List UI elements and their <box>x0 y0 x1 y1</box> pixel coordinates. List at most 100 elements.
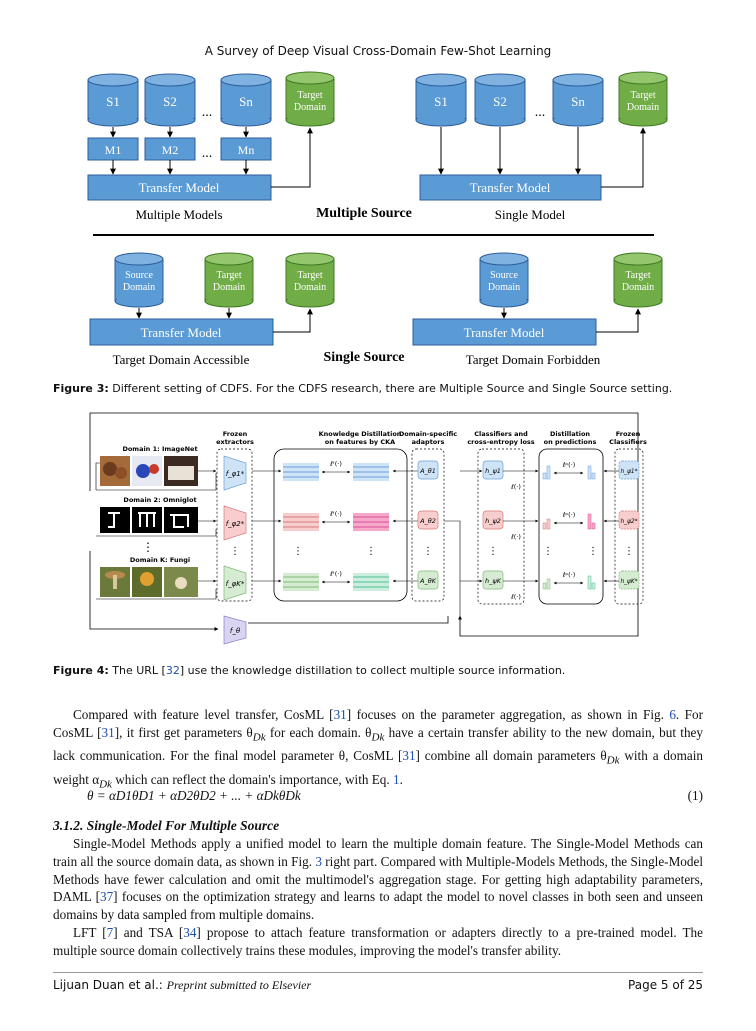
source-label: S2 <box>163 94 177 109</box>
caption-multiple-models: Multiple Models <box>135 207 222 222</box>
equation-link[interactable]: 1 <box>393 771 400 787</box>
frozen-classifier-label: h_ψ1* <box>621 469 638 475</box>
footer-rule <box>53 972 703 973</box>
text: ] focuses on the optimization strategy a… <box>53 889 703 923</box>
text: with a domain weight α <box>53 748 703 787</box>
source-cylinder-s2: S2 <box>144 73 196 127</box>
vdots: ⋮ <box>142 540 154 554</box>
citation-link[interactable]: 31 <box>101 724 115 740</box>
citation-link[interactable]: 34 <box>183 924 197 940</box>
pred-loss: ℓᵖ(·) <box>563 511 576 519</box>
text: for each domain. θ <box>265 724 372 740</box>
source-label-line2: Domain <box>488 282 520 293</box>
classifier-label: h_ψK <box>485 577 502 585</box>
text: ] combine all domain parameters θ <box>415 748 607 764</box>
footer-page-number: Page 5 of 25 <box>628 978 703 992</box>
transfer-model-box: Transfer Model <box>419 174 602 201</box>
target-label-line1: Target <box>297 270 322 281</box>
target-label-line1: Target <box>625 270 650 281</box>
target-label-line2: Domain <box>627 102 659 113</box>
transfer-label: Transfer Model <box>464 325 545 340</box>
source-label: S1 <box>434 94 448 109</box>
single-source-label: Single Source <box>323 350 404 365</box>
header-adaptors-2: adaptors <box>412 438 445 446</box>
section-heading: 3.1.2. Single-Model For Multiple Source <box>53 818 280 833</box>
header-distillation-2: on predictions <box>544 438 597 446</box>
ellipsis: ... <box>202 146 213 161</box>
ce-loss: ℓ(·) <box>511 533 521 541</box>
text: ] focuses on the parameter aggregation, … <box>346 707 670 722</box>
equation-number: (1) <box>687 788 703 803</box>
source-cylinder-s1: S1 <box>87 73 139 127</box>
omniglot-thumbnails <box>100 507 198 533</box>
citation-link[interactable]: 37 <box>99 889 114 905</box>
figure-4-caption: Figure 4: The URL [32] use the knowledge… <box>53 664 703 677</box>
caption-target-forbidden: Target Domain Forbidden <box>466 352 601 367</box>
figure-3-diagram: S1 S2 ... Sn Target Domain <box>87 71 668 367</box>
running-title: A Survey of Deep Visual Cross-Domain Few… <box>204 44 552 58</box>
transfer-label: Transfer Model <box>139 180 220 195</box>
figure-3-caption: Figure 3: Different setting of CDFS. For… <box>53 382 703 395</box>
text: ], it first get parameters θ <box>114 724 253 740</box>
domain-2-label: Domain 2: Omniglot <box>123 496 196 504</box>
text: ] and TSA [ <box>113 924 184 940</box>
extractor-label: f_φK* <box>226 580 245 588</box>
citation-link[interactable]: 7 <box>106 924 114 940</box>
model-label: M1 <box>105 143 122 157</box>
header-frozen-classifiers: Frozen <box>616 430 641 438</box>
adaptor-label: A_θ1 <box>419 467 436 475</box>
citation-link[interactable]: 31 <box>333 707 347 722</box>
source-cylinder-s2: S2 <box>474 73 526 127</box>
model-label: Mn <box>238 143 255 157</box>
adaptor-label: A_θ2 <box>419 517 436 525</box>
target-label-line1: Target <box>216 270 241 281</box>
frozen-classifier-label: h_ψK* <box>620 579 637 585</box>
model-box-mn: Mn <box>220 137 272 161</box>
vdots: ⋮ <box>366 546 376 557</box>
section-body: Single-Model Methods apply a unified mod… <box>53 835 703 960</box>
header-classifiers-2: cross-entropy loss <box>467 438 534 446</box>
ce-loss: ℓ(·) <box>511 593 521 601</box>
citation-link[interactable]: 31 <box>402 748 416 764</box>
vdots: ⋮ <box>230 546 240 557</box>
citation-link[interactable]: 32 <box>165 664 180 677</box>
text: which can reflect the domain's importanc… <box>111 771 393 787</box>
figure-link[interactable]: 3 <box>315 853 322 869</box>
target-cylinder: Target Domain <box>618 71 668 127</box>
vdots: ⋮ <box>543 546 553 557</box>
source-label-line1: Source <box>490 270 518 281</box>
target-label-line1: Target <box>297 90 322 101</box>
target-label-line1: Target <box>630 90 655 101</box>
target-domain-cylinder: Target Domain <box>613 252 663 308</box>
subscript: Dk <box>252 731 266 744</box>
frozen-classifier-label: h_ψ2* <box>621 519 638 525</box>
target-domain-mid-cylinder: Target Domain <box>204 252 254 308</box>
model-label: M2 <box>162 143 179 157</box>
target-cylinder: Target Domain <box>285 71 335 127</box>
caption-text: Different setting of CDFS. For the CDFS … <box>108 382 673 395</box>
text: . For CosML [ <box>53 707 703 740</box>
header-frozen-extractors: Frozen <box>223 430 248 438</box>
figure-link[interactable]: 6 <box>669 707 676 722</box>
classifier-label: h_ψ1 <box>485 467 501 475</box>
source-label: S1 <box>106 94 120 109</box>
ellipsis: ... <box>202 105 213 120</box>
vdots: ⋮ <box>488 546 498 557</box>
fungi-thumbnails <box>100 567 198 597</box>
figure-4-diagram: Domain 1: ImageNet Domain 2: Omniglot Do… <box>89 412 647 645</box>
header-distillation: Distillation <box>550 430 590 438</box>
caption-label: Figure 4: <box>53 664 109 677</box>
vdots: ⋮ <box>293 546 303 557</box>
caption-text-a: The URL [ <box>108 664 166 677</box>
target-label-line2: Domain <box>622 282 654 293</box>
extractor-label: f_φ2* <box>226 520 245 528</box>
target-label-line2: Domain <box>213 282 245 293</box>
kd-loss: ℓᶠ(·) <box>330 510 342 518</box>
text: ] propose to attach feature transformati… <box>53 924 703 958</box>
header-kd: Knowledge Distillation <box>319 430 402 438</box>
header-adaptors: Domain-specific <box>399 430 457 438</box>
text: Single-Model Methods apply a unified mod… <box>53 836 703 869</box>
domain-k-label: Domain K: Fungi <box>130 556 190 564</box>
paragraph-lft-tsa: LFT [7] and TSA [34] propose to attach f… <box>53 924 703 960</box>
paragraph-cosml: Compared with feature level transfer, Co… <box>53 706 703 794</box>
